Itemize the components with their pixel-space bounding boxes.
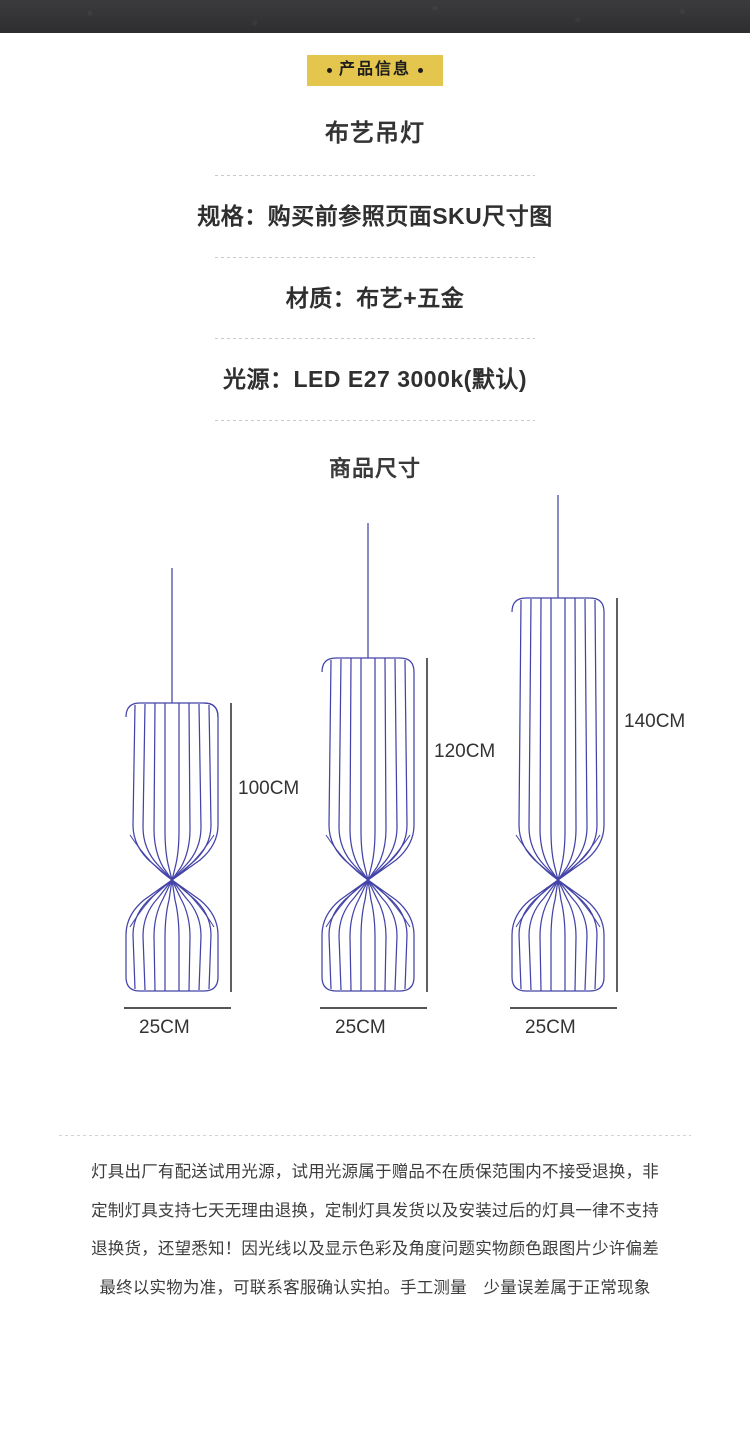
note-line: 灯具出厂有配送试用光源，试用光源属于赠品不在质保范围内不接受退换，非 (91, 1163, 659, 1182)
badge-row: 产品信息 (0, 55, 750, 86)
lamp-medium-width-label: 25CM (335, 1017, 386, 1038)
lamp-large-width-label: 25CM (525, 1017, 576, 1038)
divider (215, 338, 535, 340)
divider (215, 256, 535, 258)
lamp-small-height-label: 100CM (238, 778, 299, 799)
product-info-badge: 产品信息 (306, 55, 443, 86)
lamp-small-width-label: 25CM (139, 1017, 190, 1038)
dimensions-heading: 商品尺寸 (328, 456, 421, 482)
lamp-small (125, 568, 219, 992)
spec-row-material: 材质：布艺+五金 (285, 284, 465, 311)
note-line: 最终以实物为准，可联系客服确认实拍。手工测量 少量误差属于正常现象 (99, 1278, 651, 1297)
spec-row-light-source: 光源：LED E27 3000k(默认) (223, 366, 527, 393)
spec-block: 布艺吊灯 规格：购买前参照页面SKU尺寸图 材质：布艺+五金 光源：LED E2… (0, 120, 750, 483)
note-divider (59, 1135, 691, 1137)
bullet-dot-icon (326, 67, 332, 73)
note-line: 退换货，还望悉知！因光线以及显示色彩及角度问题实物颜色跟图片少许偏差 (91, 1240, 659, 1259)
note-line: 定制灯具支持七天无理由退换，定制灯具发货以及安装过后的灯具一律不支持 (91, 1201, 659, 1220)
divider (215, 174, 535, 176)
spec-row-size: 规格：购买前参照页面SKU尺寸图 (197, 202, 553, 229)
lamp-medium-height-label: 120CM (434, 741, 495, 762)
disclaimer-note: 灯具出厂有配送试用光源，试用光源属于赠品不在质保范围内不接受退换，非 定制灯具支… (70, 1162, 680, 1299)
page-title: 布艺吊灯 (325, 120, 425, 147)
badge-label: 产品信息 (338, 61, 411, 78)
lamp-large (511, 495, 605, 992)
divider (215, 420, 535, 422)
top-decorative-strip (0, 0, 750, 33)
lamp-large-height-label: 140CM (624, 711, 685, 732)
lamp-medium (321, 523, 415, 992)
bullet-dot-icon (418, 67, 423, 73)
product-dimension-diagram: 100CM 25CM 120 (0, 495, 750, 1135)
